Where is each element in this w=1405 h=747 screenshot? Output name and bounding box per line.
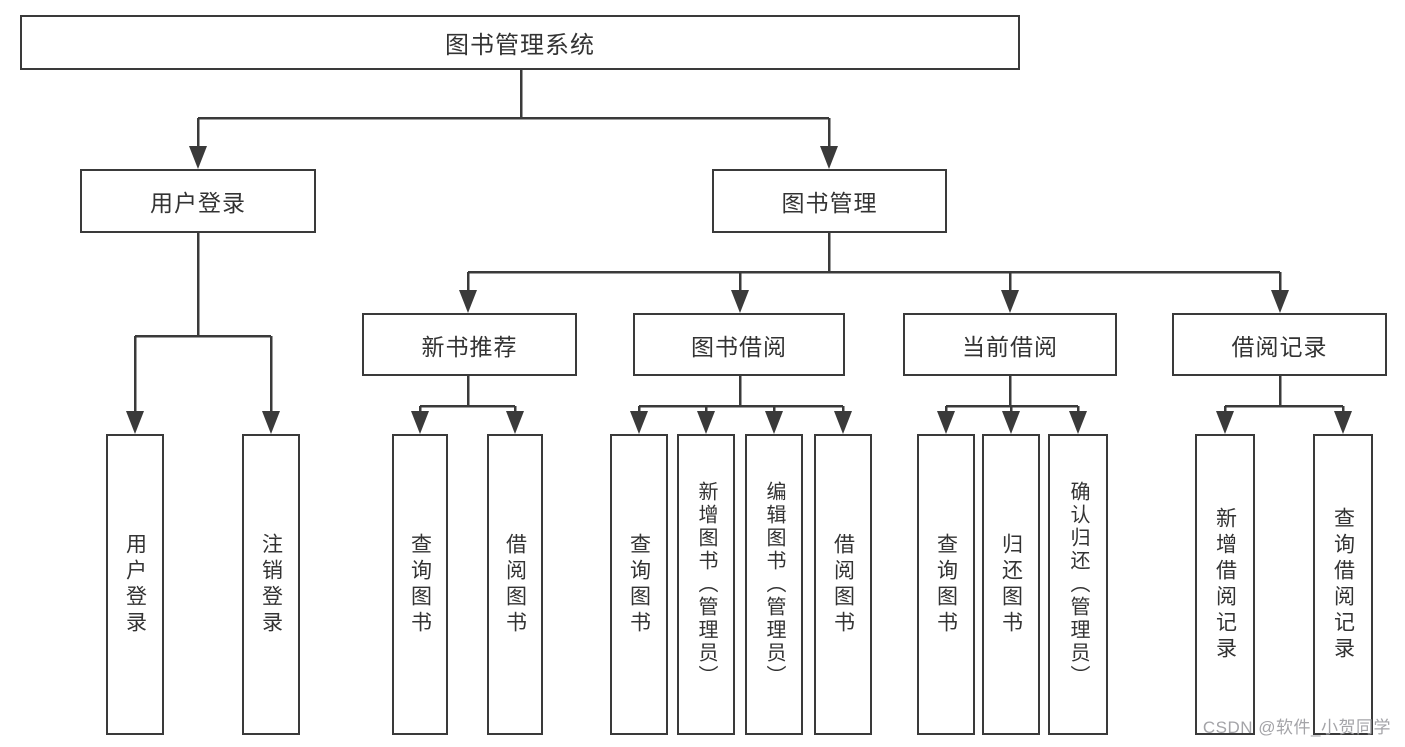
leaf-current-confirm-return-admin: 确认归还（管理员） <box>1048 434 1108 735</box>
leaf-logout: 注销登录 <box>242 434 300 735</box>
csdn-watermark: CSDN @软件_小贺同学 <box>1202 718 1391 737</box>
node-user-login: 用户登录 <box>80 169 316 233</box>
leaf-current-return-books: 归还图书 <box>982 434 1040 735</box>
node-borrow-record: 借阅记录 <box>1172 313 1387 376</box>
leaf-borrow-borrow-books: 借阅图书 <box>814 434 872 735</box>
node-current-borrow: 当前借阅 <box>903 313 1117 376</box>
node-root: 图书管理系统 <box>20 15 1020 70</box>
leaf-current-query-books: 查询图书 <box>917 434 975 735</box>
leaf-borrow-edit-books-admin: 编辑图书（管理员） <box>745 434 803 735</box>
leaf-record-query-borrow-record: 查询借阅记录 <box>1313 434 1373 735</box>
leaf-user-login: 用户登录 <box>106 434 164 735</box>
leaf-borrow-add-books-admin: 新增图书（管理员） <box>677 434 735 735</box>
node-book-management: 图书管理 <box>712 169 947 233</box>
leaf-newbook-query-books: 查询图书 <box>392 434 448 735</box>
leaf-borrow-query-books: 查询图书 <box>610 434 668 735</box>
leaf-newbook-borrow-books: 借阅图书 <box>487 434 543 735</box>
node-book-borrow: 图书借阅 <box>633 313 845 376</box>
node-new-book-recommend: 新书推荐 <box>362 313 577 376</box>
leaf-record-add-borrow-record: 新增借阅记录 <box>1195 434 1255 735</box>
